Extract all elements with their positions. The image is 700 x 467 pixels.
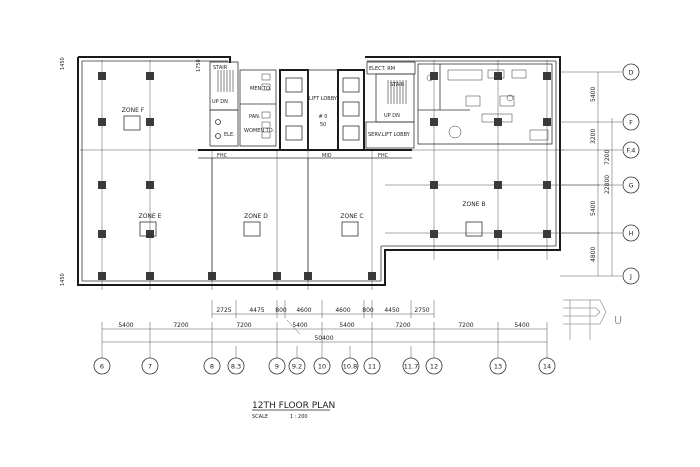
dim-lower-7: 5400 bbox=[514, 322, 529, 329]
dim-left-bottom: 1450 bbox=[60, 273, 66, 286]
dim-upper-7: 2750 bbox=[414, 307, 429, 314]
grid-label-f4: F.4 bbox=[627, 147, 636, 155]
dim-upper-3: 4600 bbox=[296, 307, 311, 314]
fhc-right-label: FHC bbox=[378, 153, 389, 159]
zone-e-label: ZONE E bbox=[139, 213, 162, 220]
dim-total: 50400 bbox=[314, 335, 333, 342]
grid-label-7: 7 bbox=[148, 363, 152, 371]
grid-label-13: 13 bbox=[494, 363, 502, 371]
dim-right-3: 4800 bbox=[590, 247, 597, 262]
grid-label-6: 6 bbox=[100, 363, 104, 371]
dim-upper-2: 800 bbox=[275, 307, 287, 314]
lift-lobby-label: LIFT LOBBY bbox=[309, 96, 338, 102]
office-furniture bbox=[417, 63, 553, 145]
structural-columns bbox=[98, 72, 551, 280]
dim-right-outer-0: 7200 bbox=[604, 150, 611, 165]
dim-lower-2: 7200 bbox=[236, 322, 251, 329]
dim-lower-6: 7200 bbox=[458, 322, 473, 329]
dim-upper-4: 4600 bbox=[335, 307, 350, 314]
fhc-left-label: FHC bbox=[217, 153, 228, 159]
grid-label-12: 12 bbox=[430, 363, 438, 371]
men-toilet-label: MEN TO. bbox=[250, 86, 272, 92]
corridor-label: MID bbox=[322, 153, 332, 159]
grid-label-g: G bbox=[628, 182, 633, 190]
grid-label-11-7: 11.7 bbox=[404, 363, 418, 371]
scale-value: 1 : 200 bbox=[290, 414, 308, 420]
zone-f-label: ZONE F bbox=[122, 107, 145, 114]
pantry-label: PAN. bbox=[249, 114, 261, 120]
stair-right-label: STAIR bbox=[390, 82, 405, 88]
building-core bbox=[198, 61, 416, 159]
grid-label-10: 10 bbox=[318, 363, 326, 371]
stair-right-updn: UP DN bbox=[384, 113, 400, 119]
grid-label-14: 14 bbox=[543, 363, 551, 371]
dim-right-1: 3200 bbox=[590, 129, 597, 144]
lift-mark-bottom: 50 bbox=[320, 122, 326, 128]
women-toilet-label: WOMEN TO. bbox=[244, 128, 274, 134]
stair-left-label: STAIR bbox=[213, 65, 228, 71]
grid-label-d: D bbox=[628, 69, 633, 77]
dim-upper-0: 2725 bbox=[216, 307, 231, 314]
right-dimensions bbox=[560, 71, 622, 277]
zone-b-label: ZONE B bbox=[462, 201, 485, 208]
elevator-left-label: ELE. bbox=[224, 132, 235, 138]
grid-label-8-3: 8.3 bbox=[231, 363, 241, 371]
dim-lower-4: 5400 bbox=[339, 322, 354, 329]
dim-top-small: 1750 bbox=[196, 59, 202, 72]
dim-left-top: 1450 bbox=[60, 57, 66, 70]
scale-label: SCALE bbox=[252, 414, 268, 420]
zone-c-label: ZONE C bbox=[340, 213, 363, 220]
dim-right-outer-1: 22800 bbox=[604, 175, 611, 194]
key-plan-symbol bbox=[563, 299, 607, 340]
dim-right-0: 5400 bbox=[590, 87, 597, 102]
lift-mark-top: # 0 bbox=[319, 114, 328, 120]
grid-label-h: H bbox=[629, 230, 634, 238]
drawing-title: 12TH FLOOR PLAN bbox=[252, 401, 335, 411]
north-mark: U bbox=[614, 314, 622, 327]
dim-upper-5: 800 bbox=[362, 307, 374, 314]
grid-label-8: 8 bbox=[210, 363, 214, 371]
service-lift-lobby-label: SERV.LIFT LOBBY bbox=[368, 132, 411, 138]
grid-label-11: 11 bbox=[368, 363, 376, 371]
dim-upper-6: 4450 bbox=[384, 307, 399, 314]
grid-lines-vertical bbox=[80, 60, 600, 290]
zone-partitions bbox=[123, 115, 483, 281]
dim-lower-3: 5400 bbox=[292, 322, 307, 329]
dim-upper-1: 4475 bbox=[249, 307, 264, 314]
dim-right-2: 5400 bbox=[590, 201, 597, 216]
grid-label-9: 9 bbox=[275, 363, 279, 371]
building-outline bbox=[77, 56, 561, 286]
bottom-dimensions bbox=[101, 300, 548, 346]
grid-label-10-8: 10.8 bbox=[343, 363, 357, 371]
grid-bubbles-right bbox=[622, 63, 640, 285]
dim-lower-0: 5400 bbox=[118, 322, 133, 329]
dim-lower-1: 7200 bbox=[173, 322, 188, 329]
grid-label-9-2: 9.2 bbox=[292, 363, 302, 371]
dim-lower-5: 7200 bbox=[395, 322, 410, 329]
zone-d-label: ZONE D bbox=[244, 213, 268, 220]
grid-label-j: J bbox=[629, 273, 632, 281]
elect-room-label: ELECT. RM bbox=[369, 66, 395, 72]
grid-label-f: F bbox=[629, 119, 633, 127]
stair-left-updn: UP DN bbox=[212, 99, 228, 105]
grid-bubbles-bottom bbox=[93, 346, 556, 375]
